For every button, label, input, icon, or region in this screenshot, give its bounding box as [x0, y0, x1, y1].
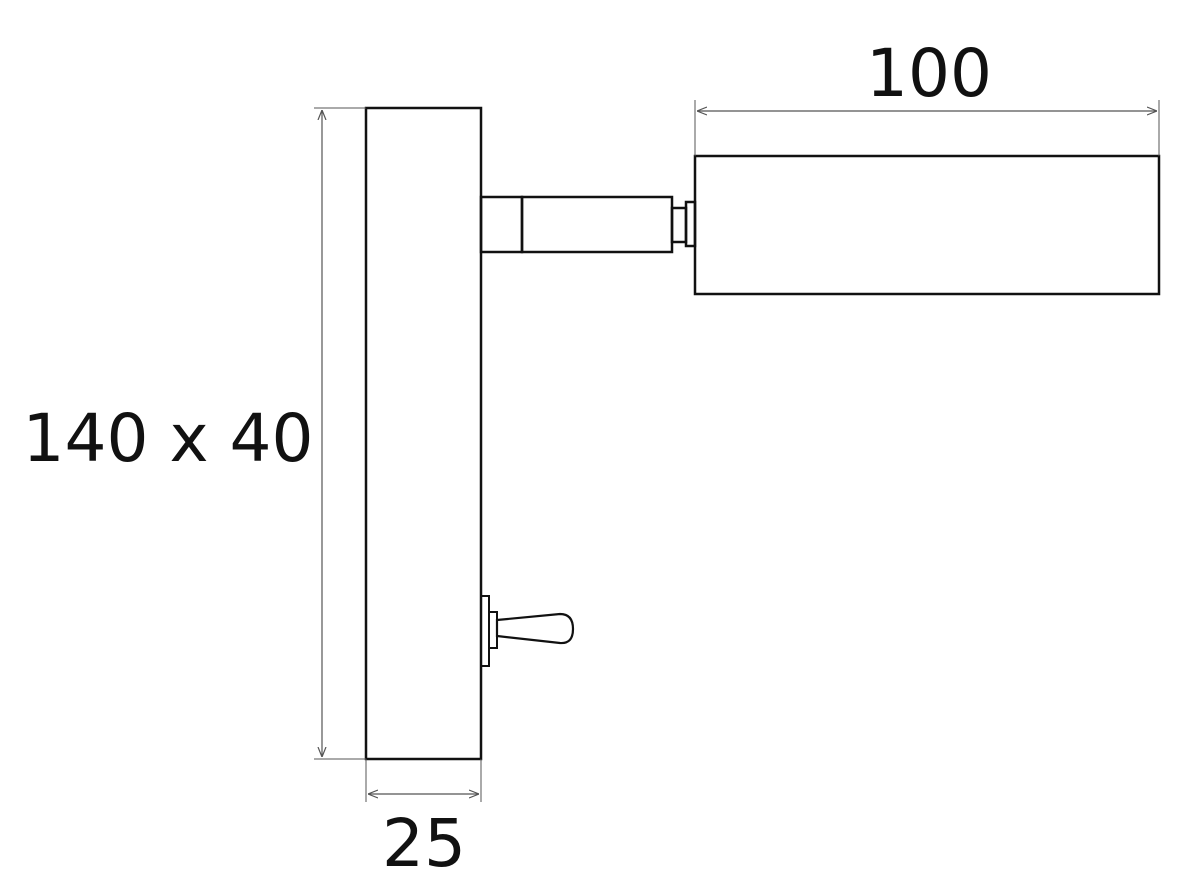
dimension-base-plate: 140 x 40 — [23, 107, 366, 760]
connecting-arm — [479, 195, 697, 254]
arm-joint-inner — [684, 200, 697, 248]
dimension-lamp-length: 100 — [694, 35, 1160, 156]
dimension-label-base-depth: 25 — [382, 805, 466, 875]
dimension-base-depth: 25 — [365, 759, 482, 875]
toggle-switch — [480, 595, 575, 667]
arm-tube — [520, 195, 674, 254]
wall-base-plate — [364, 106, 483, 761]
arm-collar — [479, 195, 524, 254]
dimension-label-lamp-length: 100 — [866, 35, 992, 112]
switch-base — [488, 611, 498, 649]
arm-joint-outer — [670, 206, 688, 244]
lamp-head — [693, 154, 1161, 296]
dimension-label-base-plate: 140 x 40 — [23, 400, 314, 477]
switch-lever — [495, 612, 575, 645]
